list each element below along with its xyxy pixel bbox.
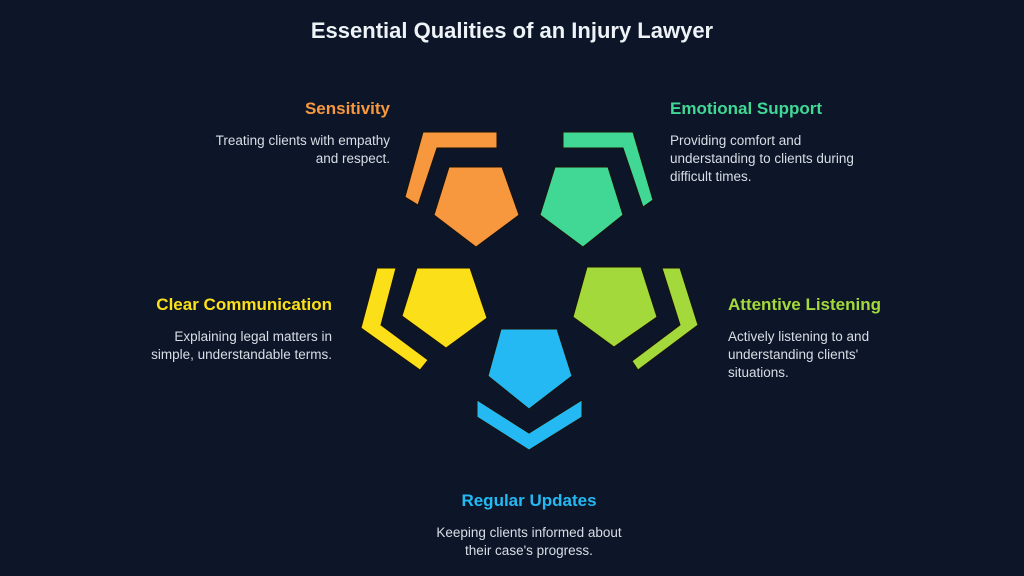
quality-description: Keeping clients informed about their cas… — [414, 524, 644, 560]
description-line: simple, understandable terms. — [151, 347, 332, 362]
quality-description: Actively listening to and understanding … — [728, 328, 958, 382]
attentive-listening-pentagon — [572, 266, 658, 348]
quality-attentive-listening: Attentive Listening Actively listening t… — [728, 295, 958, 382]
quality-title: Emotional Support — [670, 99, 823, 118]
regular-updates-shape — [476, 328, 583, 451]
description-line: understanding clients' — [728, 347, 859, 362]
quality-emotional-support: Emotional Support Providing comfort and … — [670, 99, 900, 186]
quality-description: Explaining legal matters in simple, unde… — [102, 328, 332, 364]
sensitivity-shape — [404, 131, 520, 248]
regular-updates-pentagon — [487, 328, 573, 410]
description-line: understanding to clients during — [670, 151, 854, 166]
quality-title: Attentive Listening — [728, 295, 882, 314]
attentive-listening-bracket — [631, 267, 699, 371]
quality-title: Regular Updates — [461, 491, 597, 510]
description-line: Keeping clients informed about — [436, 525, 622, 540]
quality-clear-communication: Clear Communication Explaining legal mat… — [102, 295, 332, 364]
quality-description: Treating clients with empathy and respec… — [160, 132, 390, 168]
description-line: situations. — [728, 365, 789, 380]
description-line: their case's progress. — [465, 543, 593, 558]
clear-communication-shape — [360, 267, 488, 371]
diagram-title: Essential Qualities of an Injury Lawyer — [310, 18, 714, 43]
description-line: Actively listening to and — [728, 329, 870, 344]
clear-communication-pentagon — [401, 267, 488, 349]
regular-updates-chevron — [476, 399, 583, 451]
quality-sensitivity: Sensitivity Treating clients with empath… — [160, 99, 390, 168]
emotional-support-bracket — [562, 131, 654, 208]
sensitivity-pentagon — [433, 166, 520, 248]
quality-description: Providing comfort and understanding to c… — [670, 132, 900, 186]
description-line: difficult times. — [670, 169, 752, 184]
quality-title: Clear Communication — [156, 295, 332, 314]
emotional-support-shape — [539, 131, 654, 248]
attentive-listening-shape — [572, 266, 699, 371]
description-line: and respect. — [315, 151, 390, 166]
description-line: Explaining legal matters in — [174, 329, 332, 344]
emotional-support-pentagon — [539, 166, 624, 248]
description-line: Providing comfort and — [670, 133, 802, 148]
sensitivity-bracket — [404, 131, 498, 206]
quality-title: Sensitivity — [304, 99, 390, 118]
quality-regular-updates: Regular Updates Keeping clients informed… — [414, 491, 644, 560]
description-line: Treating clients with empathy — [215, 133, 390, 148]
clear-communication-bracket — [360, 267, 429, 371]
